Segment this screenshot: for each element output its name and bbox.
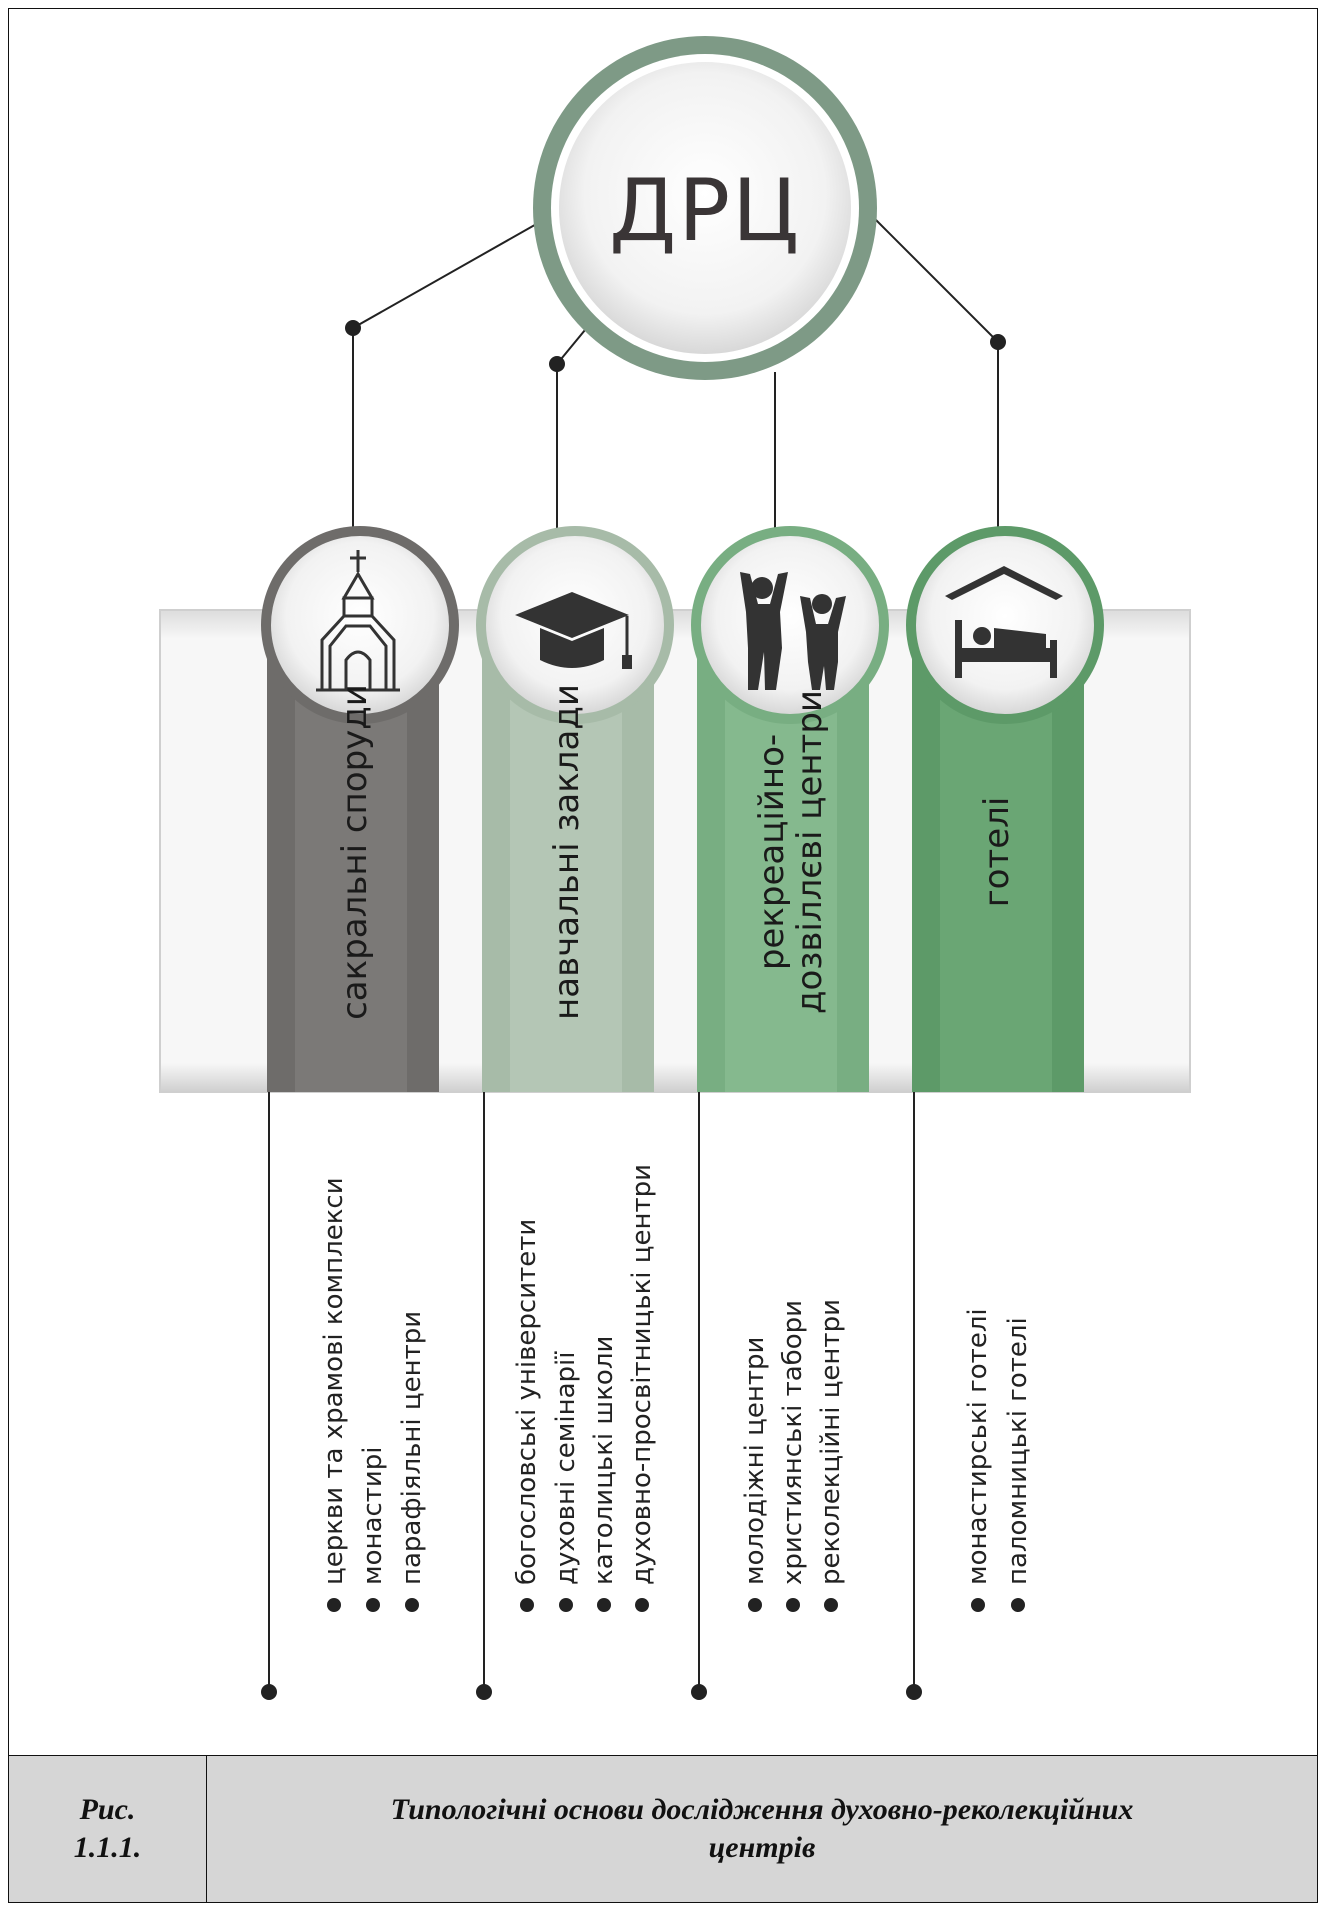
bullet bbox=[405, 1598, 419, 1612]
category-label-recreation: рекреаційно- дозвіллєві центри bbox=[752, 690, 830, 1014]
list-item: монастирські готелі bbox=[963, 1308, 993, 1585]
people-jumping-icon bbox=[740, 572, 846, 690]
list-item: духовно-просвітницькі центри bbox=[627, 1164, 657, 1585]
bullet bbox=[786, 1598, 800, 1612]
svg-text:рекреаційно-: рекреаційно- bbox=[752, 734, 792, 970]
figure-number: Рис. 1.1.1. bbox=[8, 1755, 207, 1903]
bullet bbox=[520, 1598, 534, 1612]
list-item: християнські табори bbox=[778, 1300, 808, 1585]
bullet bbox=[971, 1598, 985, 1612]
lower-connector-dots bbox=[261, 1684, 922, 1700]
item-list-recreation: молодіжні центри християнські табори рек… bbox=[740, 1299, 846, 1612]
list-item: духовні семінарії bbox=[551, 1351, 581, 1585]
bullet bbox=[597, 1598, 611, 1612]
category-label-sacral: сакральні споруди bbox=[335, 684, 375, 1020]
bullet bbox=[366, 1598, 380, 1612]
item-list-sacral: церкви та храмові комплекси монастирі па… bbox=[319, 1177, 427, 1612]
typology-diagram: ДРЦ bbox=[159, 36, 1191, 1700]
list-item: паломницькі готелі bbox=[1003, 1317, 1033, 1585]
svg-text:сакральні споруди: сакральні споруди bbox=[335, 684, 375, 1020]
item-list-education: богословські університети духовні семіна… bbox=[512, 1164, 657, 1612]
list-item: богословські університети bbox=[512, 1219, 542, 1585]
list-item: реколекційні центри bbox=[816, 1299, 846, 1585]
list-item: монастирі bbox=[358, 1446, 388, 1585]
lower-connectors bbox=[268, 1092, 915, 1690]
svg-text:готелі: готелі bbox=[977, 797, 1017, 908]
figure-frame bbox=[8, 8, 1318, 1903]
hotel-bed-icon bbox=[945, 566, 1063, 678]
list-item: парафіяльні центри bbox=[397, 1311, 427, 1585]
figure-caption: Рис. 1.1.1. Типологічні основи досліджен… bbox=[8, 1755, 1318, 1903]
bullet bbox=[559, 1598, 573, 1612]
hub-connector-dots bbox=[345, 320, 1006, 372]
figure-title: Типологічні основи дослідження духовно-р… bbox=[206, 1755, 1318, 1903]
hub-label: ДРЦ bbox=[609, 161, 801, 261]
list-item: католицькі школи bbox=[589, 1336, 619, 1585]
list-item: молодіжні центри bbox=[740, 1337, 770, 1585]
bullet bbox=[824, 1598, 838, 1612]
bullet bbox=[635, 1598, 649, 1612]
hub: ДРЦ bbox=[533, 36, 877, 380]
category-label-education: навчальні заклади bbox=[547, 684, 587, 1020]
item-list-hotels: монастирські готелі паломницькі готелі bbox=[963, 1308, 1033, 1612]
graduation-cap-icon bbox=[515, 592, 632, 669]
category-circle-hotels bbox=[906, 526, 1104, 724]
bullet bbox=[327, 1598, 341, 1612]
bullet bbox=[748, 1598, 762, 1612]
bullet bbox=[1011, 1598, 1025, 1612]
list-item: церкви та храмові комплекси bbox=[319, 1177, 349, 1585]
svg-text:навчальні заклади: навчальні заклади bbox=[547, 684, 587, 1020]
svg-text:дозвіллєві центри: дозвіллєві центри bbox=[790, 690, 830, 1014]
category-label-hotels: готелі bbox=[977, 797, 1017, 908]
church-icon bbox=[316, 550, 400, 692]
